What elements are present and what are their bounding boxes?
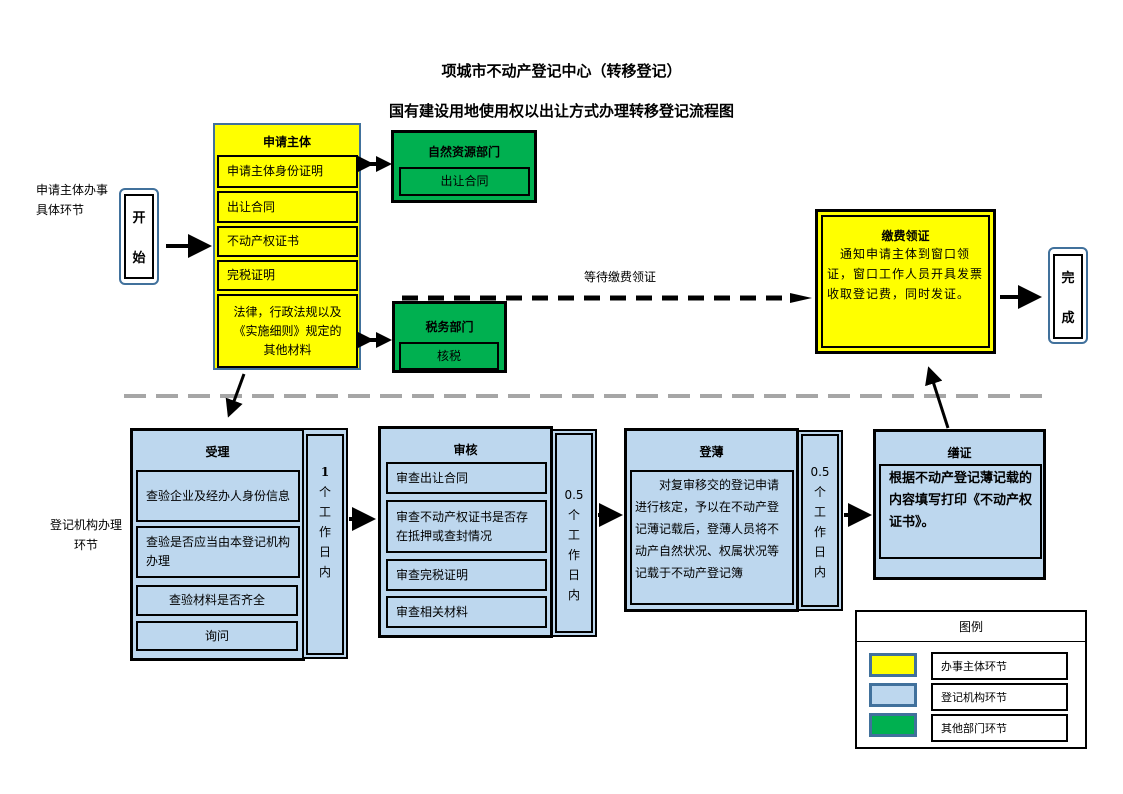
- applicant-box-title: 申请主体: [262, 135, 311, 149]
- step-register-title: 登薄: [699, 445, 724, 459]
- step-accept-time: 1 个工作日内: [318, 465, 331, 579]
- step-review-title: 审核: [453, 443, 478, 457]
- fee-box-text: 通知申请主体到窗口领证，窗口工作人员开具发票收取登记费，同时发证。: [827, 247, 984, 301]
- arrow-certificate-to-fee: [925, 366, 950, 429]
- applicant-item: 不动产权证书: [217, 226, 358, 257]
- legend-swatch-other-dept: [869, 713, 917, 737]
- step-accept-item: 询问: [136, 621, 298, 651]
- step-review-item: 审查出让合同: [386, 462, 547, 494]
- dept-natural-title: 自然资源部门: [427, 145, 500, 159]
- legend-label: 办事主体环节: [931, 652, 1068, 680]
- waiting-label: 等待缴费领证: [584, 270, 657, 284]
- step-review: 审核 审查出让合同 审查不动产权证书是否存在抵押或查封情况 审查完税证明 审查相…: [378, 426, 553, 638]
- applicant-item: 出让合同: [217, 191, 358, 223]
- step-accept-item: 查验是否应当由本登记机构办理: [136, 526, 300, 578]
- step-review-item: 审查不动产权证书是否存在抵押或查封情况: [386, 500, 547, 553]
- legend-title: 图例: [857, 612, 1085, 642]
- step-accept-item: 查验材料是否齐全: [136, 585, 298, 616]
- fee-box: 缴费领证 通知申请主体到窗口领证，窗口工作人员开具发票收取登记费，同时发证。: [815, 209, 996, 354]
- main-title: 项城市不动产登记中心（转移登记）: [441, 62, 682, 80]
- finish-node: 完 成: [1048, 247, 1088, 344]
- applicant-item: 申请主体身份证明: [217, 155, 358, 188]
- step-accept-title: 受理: [205, 445, 230, 459]
- step-certificate: 缮证 根据不动产登记薄记载的内容填写打印《不动产权证书》。: [873, 429, 1046, 580]
- legend-swatch-registry: [869, 683, 917, 707]
- sub-title: 国有建设用地使用权以出让方式办理转移登记流程图: [388, 102, 734, 120]
- lane-label-registry: 登记机构办理环节: [50, 518, 123, 552]
- legend-label: 登记机构环节: [931, 683, 1068, 711]
- fee-box-title: 缴费领证: [881, 229, 930, 243]
- step-register: 登薄 对复审移交的登记申请进行核定，予以在不动产登记薄记载后，登薄人员将不动产自…: [624, 428, 799, 612]
- applicant-item: 法律，行政法规以及《实施细则》规定的其他材料: [217, 294, 358, 368]
- finish-label-top: 完: [1061, 270, 1075, 286]
- step-review-item: 审查相关材料: [386, 596, 547, 628]
- step-accept: 受理 查验企业及经办人身份信息 查验是否应当由本登记机构办理 查验材料是否齐全 …: [130, 428, 305, 661]
- step-register-text: 对复审移交的登记申请进行核定，予以在不动产登记薄记载后，登薄人员将不动产自然状况…: [630, 470, 794, 605]
- dept-natural-resources: 自然资源部门 出让合同: [391, 130, 537, 203]
- step-certificate-title: 缮证: [947, 446, 972, 460]
- start-node: 开 始: [119, 188, 159, 285]
- step-review-item: 审查完税证明: [386, 559, 547, 591]
- finish-label-bottom: 成: [1061, 311, 1075, 327]
- dept-tax: 税务部门 核税: [392, 301, 507, 373]
- legend-swatch-applicant: [869, 653, 917, 677]
- start-label-bottom: 始: [132, 251, 146, 267]
- applicant-item: 完税证明: [217, 260, 358, 291]
- lane-label-applicant: 申请主体办事具体环节: [36, 183, 109, 217]
- applicant-box: 申请主体 申请主体身份证明 出让合同 不动产权证书 完税证明 法律，行政法规以及…: [213, 123, 361, 370]
- start-label-top: 开: [132, 210, 146, 226]
- legend-label: 其他部门环节: [931, 714, 1068, 742]
- step-accept-time-box: 1 个工作日内: [302, 428, 348, 659]
- arrow-applicant-to-accept: [225, 373, 246, 418]
- step-accept-item: 查验企业及经办人身份信息: [136, 470, 300, 522]
- dept-tax-title: 税务部门: [425, 320, 474, 334]
- legend: 图例 办事主体环节 登记机构环节 其他部门环节: [855, 610, 1087, 749]
- arrow-waiting-head: [790, 293, 812, 303]
- dept-natural-item: 出让合同: [399, 167, 530, 196]
- dept-tax-item: 核税: [399, 342, 499, 370]
- step-certificate-text: 根据不动产登记薄记载的内容填写打印《不动产权证书》。: [879, 464, 1042, 559]
